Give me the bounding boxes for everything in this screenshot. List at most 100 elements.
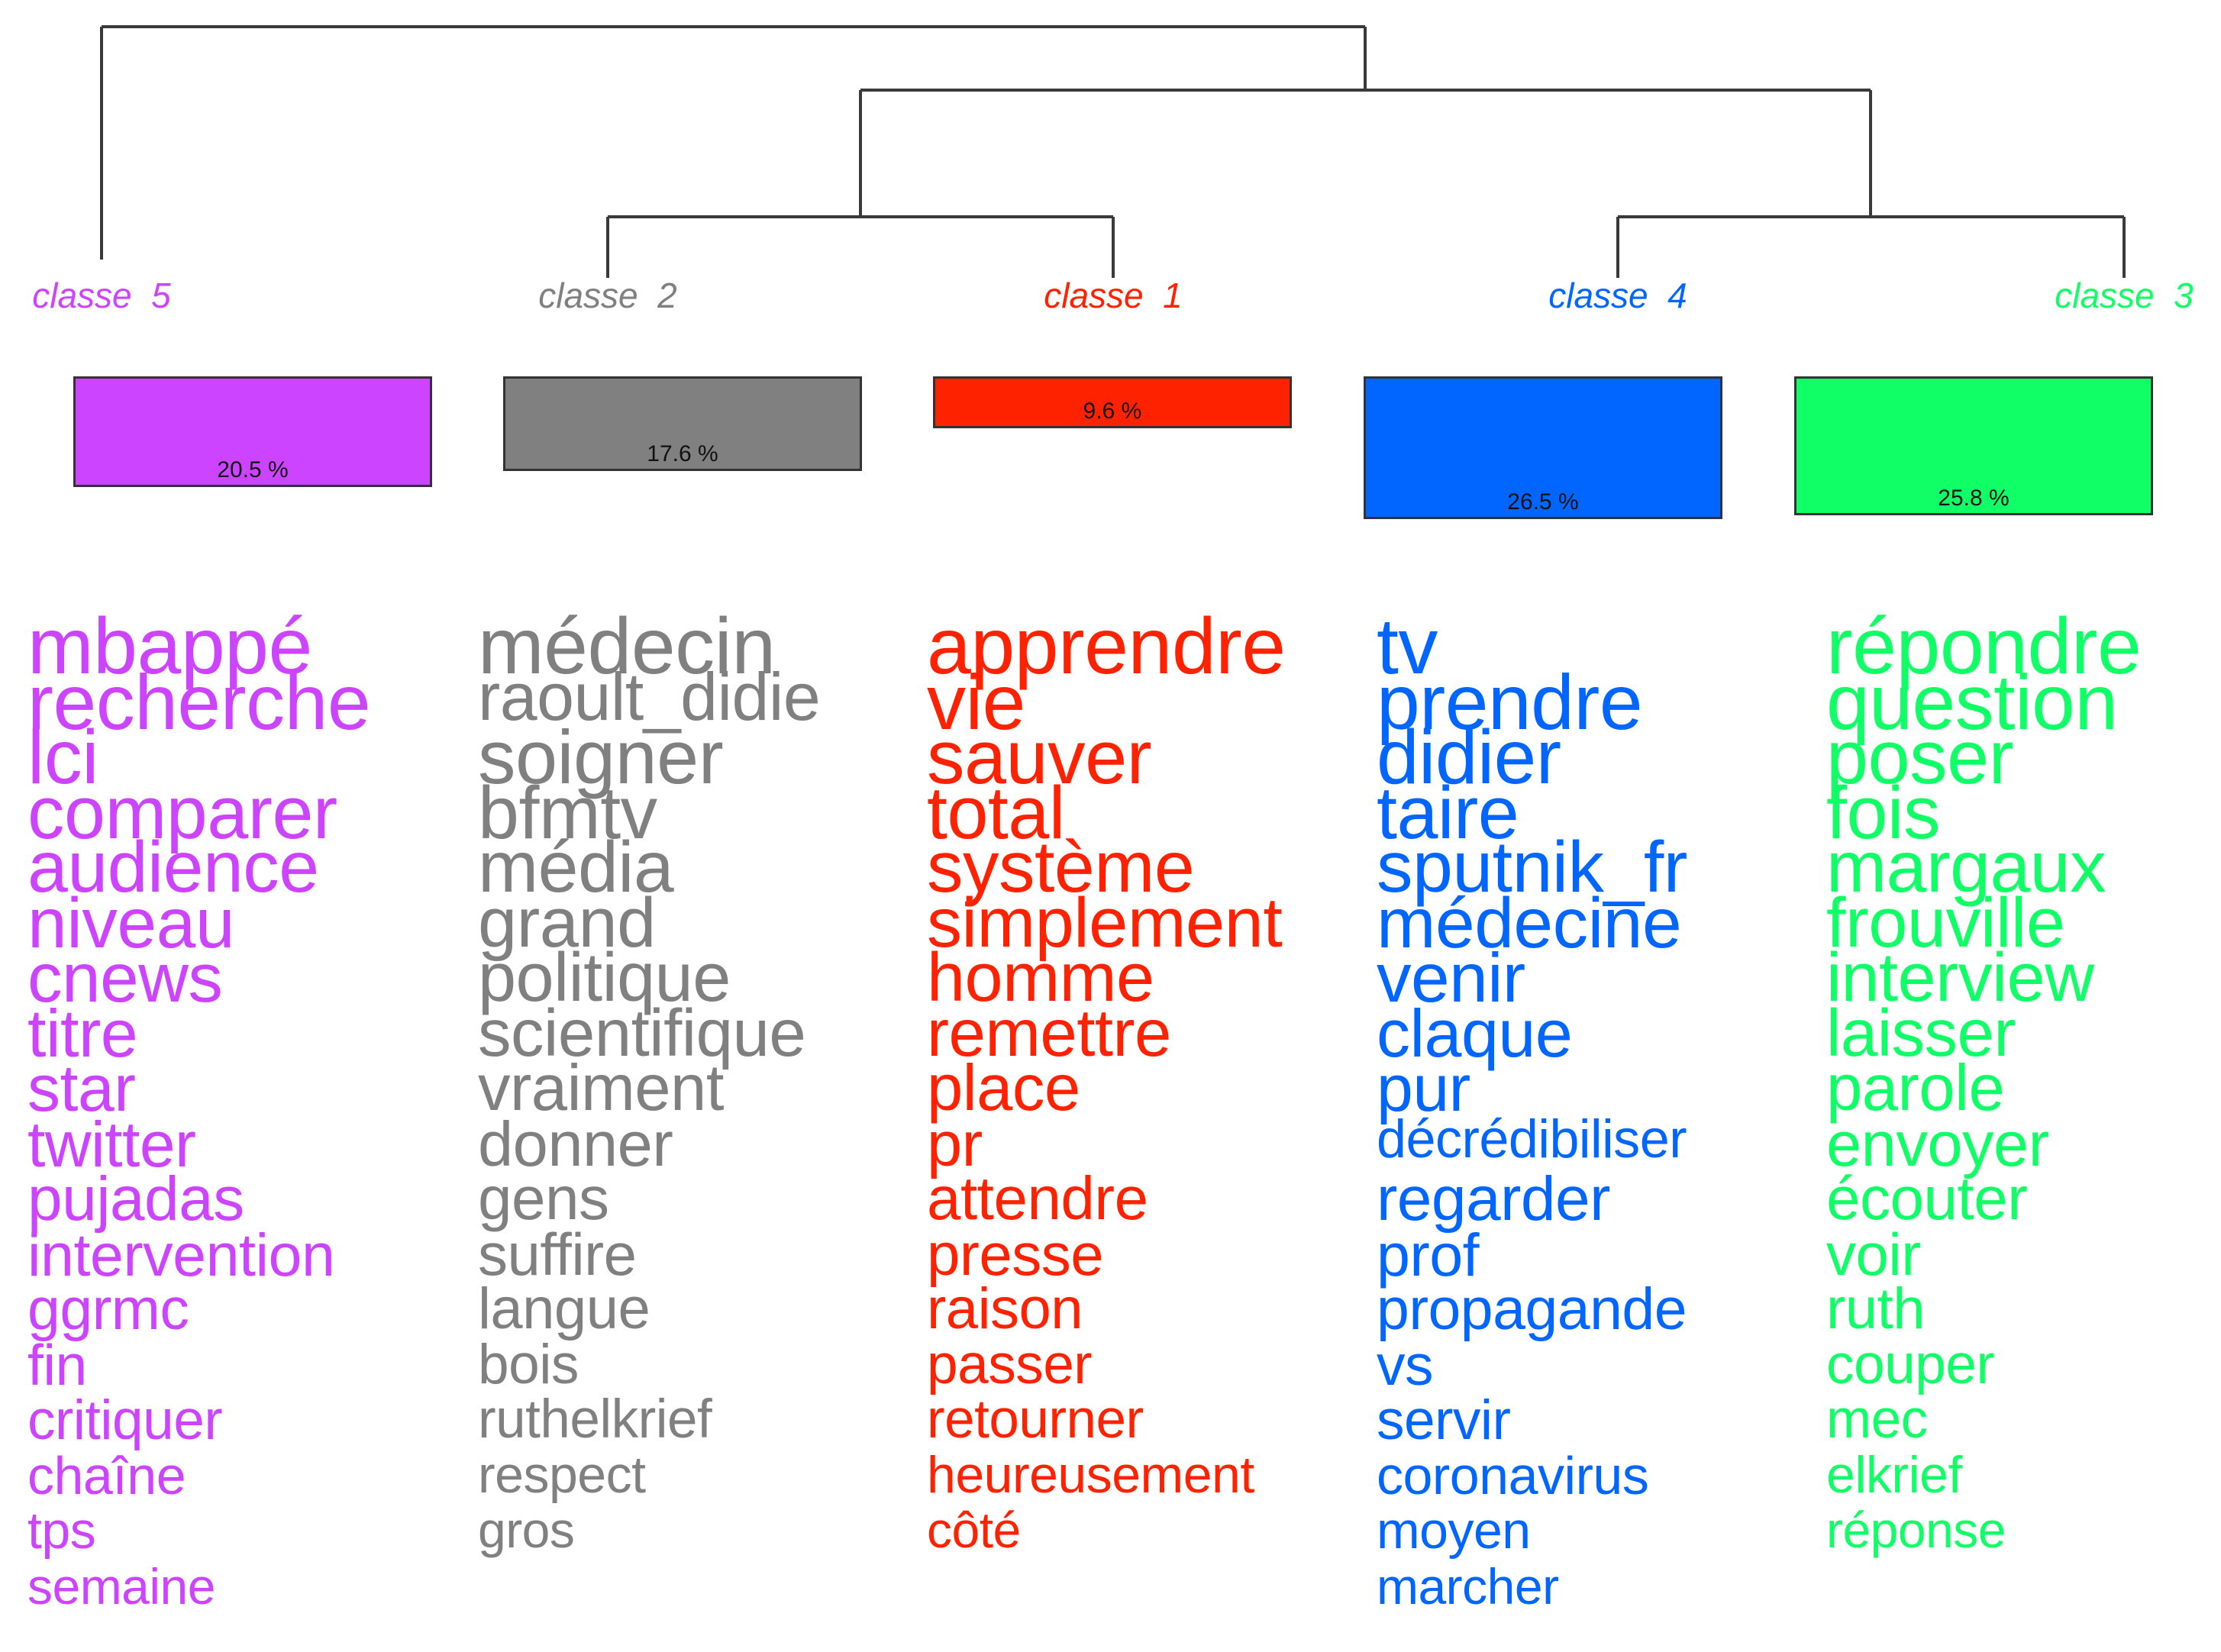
class-1-word: total — [927, 771, 1065, 854]
class-5-word: ggrmc — [27, 1276, 189, 1342]
class-4-word: didier — [1377, 715, 1561, 800]
class-2-word: gros — [478, 1502, 575, 1558]
class-4-word: coronavirus — [1377, 1446, 1649, 1505]
class-5-word: chaîne — [27, 1446, 186, 1505]
class-percent-label-2: 17.6 % — [647, 441, 718, 466]
class-size-bar-3: 25.8 % — [1794, 376, 2153, 515]
class-3-word: couper — [1826, 1334, 1995, 1395]
class-5-word: pujadas — [27, 1164, 244, 1234]
class-2-word: soigner — [478, 715, 724, 799]
class-3-word: ruth — [1826, 1276, 1925, 1341]
class-5-word: critiquer — [27, 1389, 223, 1451]
class-5-word: mbappé — [27, 602, 312, 691]
class-1-word: retourner — [927, 1389, 1144, 1450]
class-4-word: marcher — [1377, 1558, 1559, 1615]
class-size-bar-5: 20.5 % — [73, 376, 432, 487]
class-2-word: média — [478, 827, 674, 908]
class-1-word: raison — [927, 1276, 1083, 1341]
class-5-word: tps — [27, 1502, 96, 1560]
class-4-word: taire — [1377, 771, 1519, 854]
class-3-word: mec — [1826, 1389, 1928, 1450]
class-1-word: remettre — [927, 996, 1171, 1070]
class-label-1: classe 1 — [1044, 276, 1183, 315]
class-5-word: recherche — [27, 659, 371, 746]
class-2-word: médecin — [478, 602, 776, 691]
class-3-word: écouter — [1826, 1164, 2028, 1232]
class-4-word: venir — [1377, 940, 1525, 1017]
class-5-word: niveau — [27, 883, 235, 963]
class-5-word: semaine — [27, 1558, 215, 1615]
class-3-word: envoyer — [1826, 1108, 2049, 1179]
class-4-word: propagande — [1377, 1276, 1687, 1342]
class-5-word: intervention — [27, 1221, 335, 1289]
class-5-word: titre — [27, 995, 138, 1071]
class-1-word: place — [927, 1052, 1080, 1124]
class-5-word: fin — [27, 1333, 87, 1397]
class-4-word: décrédibiliser — [1377, 1109, 1687, 1169]
class-2-word: gens — [478, 1164, 609, 1232]
class-4-word: prof — [1377, 1221, 1480, 1289]
class-3-word: frouville — [1826, 884, 2065, 962]
class-3-word: margaux — [1826, 827, 2106, 908]
class-2-word: langue — [478, 1276, 650, 1341]
class-4-word: regarder — [1377, 1164, 1610, 1234]
class-5-word: twitter — [27, 1108, 196, 1180]
class-4-word: moyen — [1377, 1502, 1531, 1560]
class-3-word: voir — [1826, 1221, 1921, 1288]
class-percent-label-3: 25.8 % — [1938, 486, 2010, 511]
class-3-word: laisser — [1826, 996, 2016, 1070]
class-3-word: poser — [1826, 715, 2014, 799]
class-2-word: bois — [478, 1334, 579, 1395]
class-percent-label-1: 9.6 % — [1083, 398, 1142, 424]
class-5-word: audience — [27, 827, 319, 908]
class-1-word: apprendre — [927, 602, 1286, 691]
class-5-word: star — [27, 1052, 136, 1125]
class-percent-label-4: 26.5 % — [1507, 489, 1579, 515]
class-2-word: respect — [478, 1446, 646, 1504]
class-label-3: classe 3 — [2055, 276, 2194, 315]
class-1-word: simplement — [927, 884, 1283, 962]
class-4-word: tv — [1377, 602, 1438, 691]
class-2-word: scientifique — [478, 996, 806, 1070]
class-1-word: pr — [927, 1108, 983, 1179]
class-2-word: grand — [478, 884, 656, 962]
class-1-word: vie — [927, 659, 1025, 746]
class-4-word: prendre — [1377, 659, 1643, 746]
class-4-word: servir — [1377, 1389, 1511, 1451]
class-2-word: bfmtv — [478, 771, 657, 854]
class-2-word: raoult_didie — [478, 659, 821, 734]
class-label-5: classe 5 — [32, 276, 171, 315]
class-5-word: comparer — [27, 771, 337, 854]
class-3-word: interview — [1826, 940, 2094, 1016]
class-size-bar-4: 26.5 % — [1364, 376, 1722, 519]
class-1-word: attendre — [927, 1164, 1148, 1232]
class-1-word: côté — [927, 1502, 1021, 1558]
class-size-bar-1: 9.6 % — [933, 376, 1292, 428]
class-2-word: politique — [478, 940, 731, 1016]
class-label-2: classe 2 — [538, 276, 677, 315]
class-3-word: réponse — [1826, 1502, 2006, 1558]
class-4-word: vs — [1377, 1333, 1434, 1397]
dendrogram-tree — [100, 25, 2126, 278]
class-2-word: suffire — [478, 1221, 637, 1288]
class-1-word: homme — [927, 940, 1154, 1016]
class-1-word: passer — [927, 1334, 1093, 1395]
class-1-word: système — [927, 827, 1195, 908]
class-size-bar-2: 17.6 % — [503, 376, 862, 471]
class-3-word: parole — [1826, 1052, 2005, 1124]
class-1-word: presse — [927, 1221, 1104, 1288]
class-5-word: lci — [27, 715, 98, 800]
class-percent-label-5: 20.5 % — [217, 457, 289, 482]
class-3-word: fois — [1826, 771, 1940, 854]
class-2-word: ruthelkrief — [478, 1389, 712, 1450]
class-2-word: vraiment — [478, 1052, 724, 1124]
class-2-word: donner — [478, 1108, 673, 1179]
class-5-word: cnews — [27, 940, 223, 1017]
class-4-word: claque — [1377, 995, 1573, 1071]
class-1-word: heureusement — [927, 1446, 1254, 1504]
class-4-word: pur — [1377, 1052, 1470, 1125]
class-label-4: classe 4 — [1548, 276, 1687, 315]
class-3-word: elkrief — [1826, 1446, 1962, 1504]
class-3-word: question — [1826, 659, 2118, 746]
